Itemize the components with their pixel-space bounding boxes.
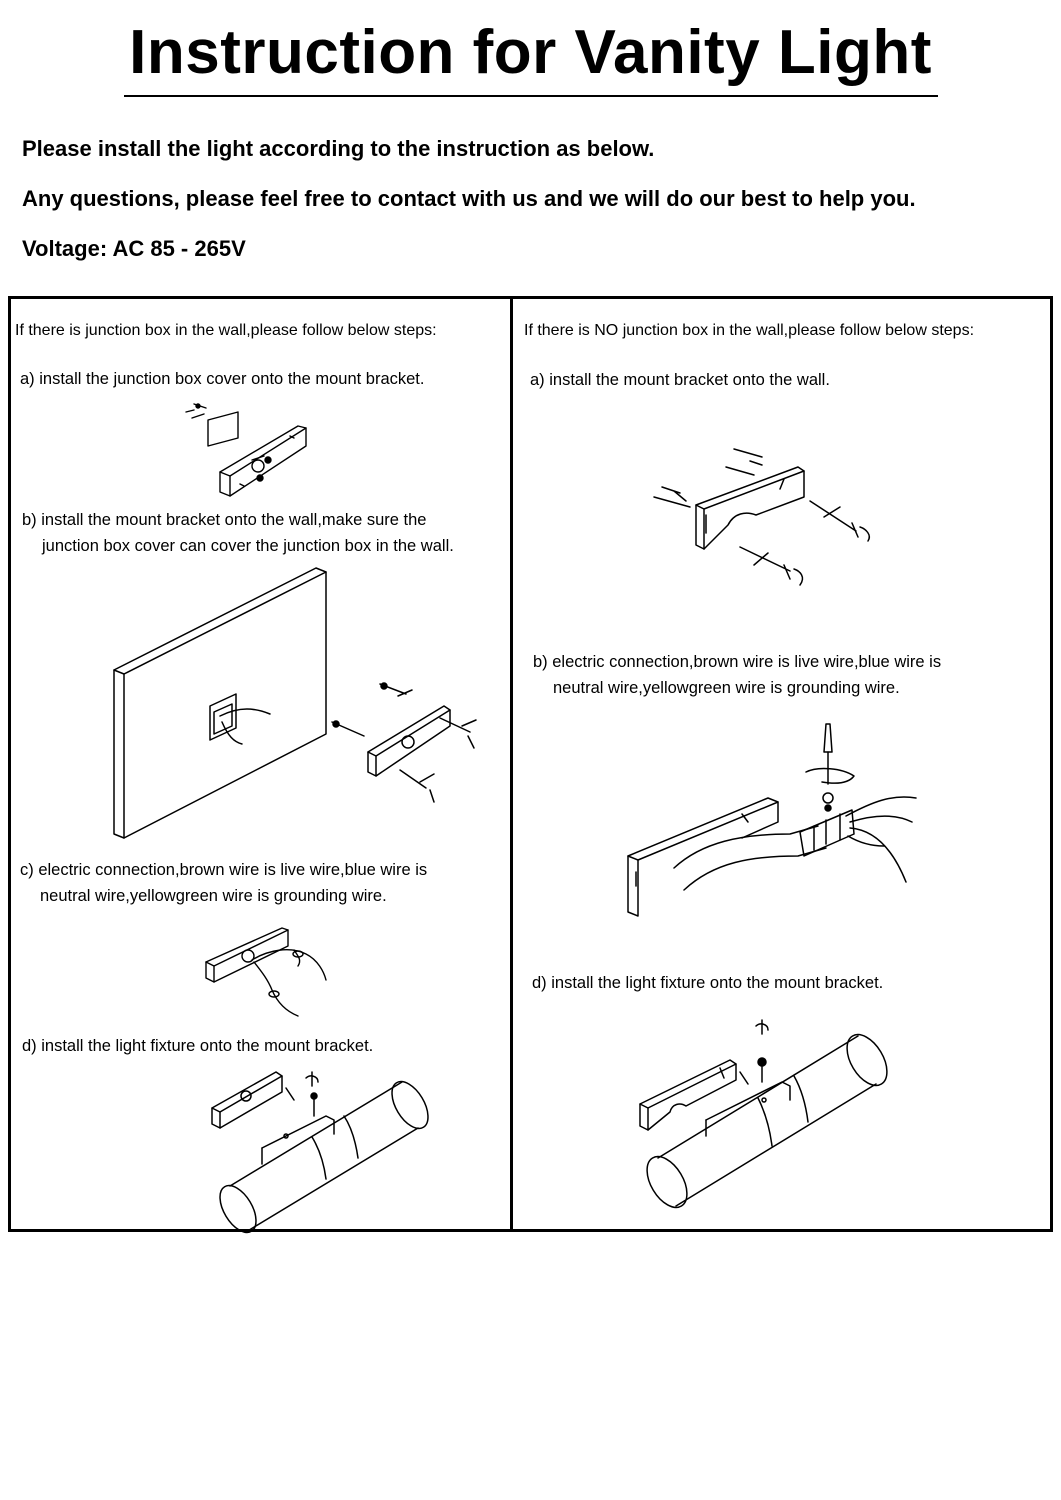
right-column-heading: If there is NO junction box in the wall,… <box>524 322 975 339</box>
left-step-d-text: d) install the light fixture onto the mo… <box>22 1037 374 1055</box>
left-step-c-line2: neutral wire,yellowgreen wire is groundi… <box>40 887 387 905</box>
intro-line-contact: Any questions, please feel free to conta… <box>22 186 916 211</box>
illustration-wire-connection-left <box>198 920 338 1024</box>
illustration-wall-junction-box <box>110 566 490 846</box>
right-step-b-line1: b) electric connection,brown wire is liv… <box>533 653 942 671</box>
instruction-table <box>8 296 1053 1232</box>
right-step-a: a) install the mount bracket onto the wa… <box>530 367 830 393</box>
left-step-d: d) install the light fixture onto the mo… <box>22 1033 373 1059</box>
left-step-b-line2: junction box cover can cover the junctio… <box>42 537 454 555</box>
page-title: Instruction for Vanity Light <box>129 18 932 87</box>
title-underline <box>124 95 938 97</box>
right-step-a-text: a) install the mount bracket onto the wa… <box>530 371 830 389</box>
right-step-d-text: d) install the light fixture onto the mo… <box>532 974 884 992</box>
left-step-c: c) electric connection,brown wire is liv… <box>20 857 427 909</box>
illustration-bracket-onto-wall <box>650 445 890 597</box>
right-step-b-line2: neutral wire,yellowgreen wire is groundi… <box>553 679 900 697</box>
left-step-c-line1: c) electric connection,brown wire is liv… <box>20 861 428 879</box>
left-step-b: b) install the mount bracket onto the wa… <box>22 507 454 559</box>
left-step-a: a) install the junction box cover onto t… <box>20 366 424 392</box>
left-step-a-text: a) install the junction box cover onto t… <box>20 370 425 388</box>
illustration-fixture-onto-bracket-right <box>636 1016 902 1208</box>
illustration-wire-connection-right <box>622 722 922 922</box>
illustration-cover-onto-bracket <box>180 398 310 498</box>
illustration-fixture-onto-bracket-left <box>206 1064 438 1240</box>
intro-line-voltage: Voltage: AC 85 - 265V <box>22 236 246 261</box>
left-step-b-line1: b) install the mount bracket onto the wa… <box>22 511 427 529</box>
column-divider <box>510 296 513 1232</box>
right-step-d: d) install the light fixture onto the mo… <box>532 970 883 996</box>
intro-line-install: Please install the light according to th… <box>22 136 655 161</box>
right-step-b: b) electric connection,brown wire is liv… <box>533 649 941 701</box>
left-column-heading: If there is junction box in the wall,ple… <box>15 322 437 339</box>
